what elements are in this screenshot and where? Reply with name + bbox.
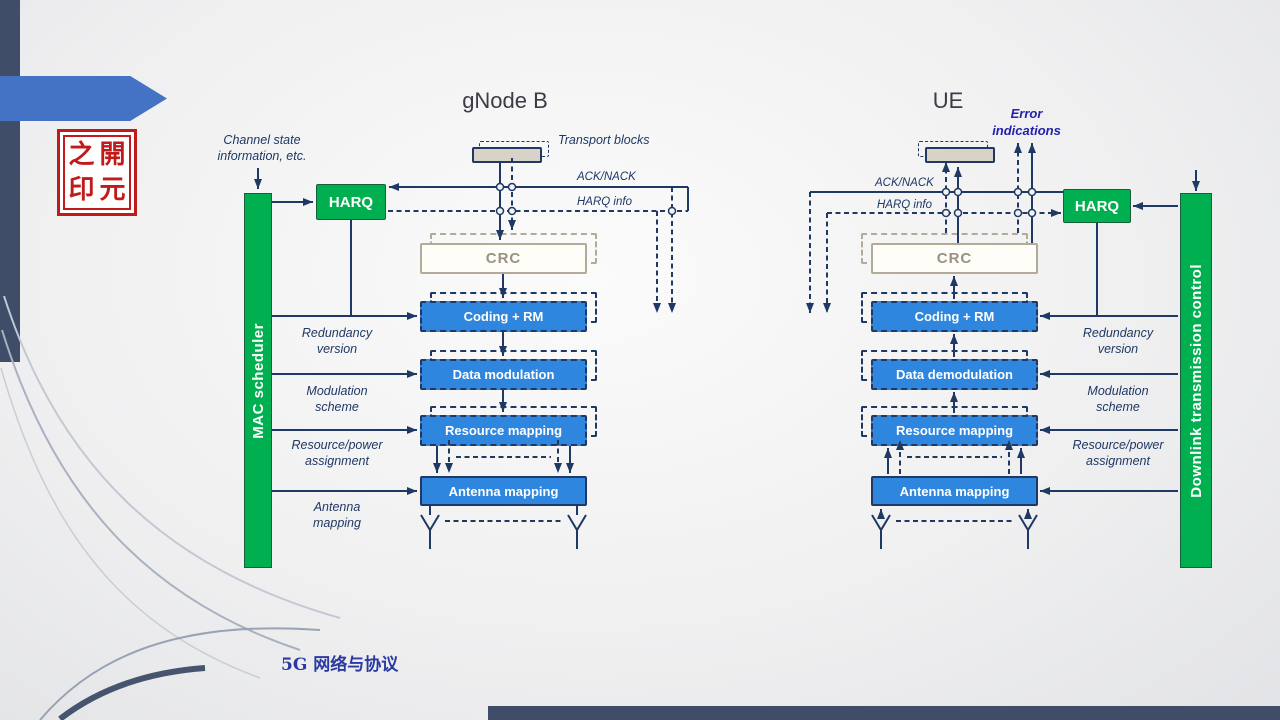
red-seal-stamp: 之 開 印 元	[57, 129, 137, 216]
gnb-antenna-mapping-box: Antenna mapping	[420, 476, 587, 506]
left-accent-bar	[0, 0, 20, 362]
ue-ack-nack-label: ACK/NACK	[875, 177, 934, 189]
ue-data-demodulation-box: Data demodulation	[871, 359, 1038, 390]
ue-crc-box: CRC	[871, 243, 1038, 274]
gnb-redundancy-version-label: Redundancy version	[301, 326, 373, 356]
gnb-title: gNode B	[462, 88, 548, 113]
gnb-ack-nack-label: ACK/NACK	[577, 171, 636, 183]
gnb-harq-info-label: HARQ info	[577, 196, 632, 208]
gnb-harq-box: HARQ	[316, 184, 386, 220]
gnb-coding-rm-box: Coding + RM	[420, 301, 587, 332]
gnb-transport-block-lines	[496, 158, 516, 240]
seal-char: 之	[68, 140, 95, 171]
seal-char: 印	[68, 174, 95, 205]
gnb-resource-mapping-box: Resource mapping	[420, 415, 587, 446]
ue-redundancy-version-label: Redundancy version	[1082, 326, 1154, 356]
gnb-crc-box: CRC	[420, 243, 587, 274]
ue-resource-power-label: Resource/power assignment	[1072, 438, 1164, 468]
gnb-modulation-scheme-label: Modulation scheme	[306, 384, 368, 414]
seal-char: 開	[99, 140, 126, 171]
seal-char: 元	[99, 174, 126, 205]
ue-error-indications-label: Error indications	[992, 106, 1061, 138]
gnb-transport-blocks-label: Transport blocks	[558, 133, 650, 147]
ue-antennas	[871, 509, 1038, 549]
gnb-data-modulation-box: Data modulation	[420, 359, 587, 390]
ue-title: UE	[932, 88, 964, 113]
gnb-mac-scheduler-bar: MAC scheduler	[244, 193, 272, 568]
ue-antenna-mapping-box: Antenna mapping	[871, 476, 1038, 506]
ue-downlink-control-bar: Downlink transmission control	[1180, 193, 1212, 568]
ue-modulation-scheme-label: Modulation scheme	[1087, 384, 1149, 414]
gnb-channel-state-label: Channel state information, etc.	[217, 133, 307, 163]
ue-error-indication-arrows	[1014, 143, 1036, 243]
gnb-resource-power-label: Resource/power assignment	[291, 438, 383, 468]
downlink-control-label: Downlink transmission control	[1187, 263, 1205, 498]
title-arrow-banner	[0, 76, 167, 121]
ue-harq-info-label: HARQ info	[877, 199, 932, 211]
footer-course-title: 5G 网络与协议	[281, 655, 399, 675]
ue-harq-box: HARQ	[1063, 189, 1131, 223]
mac-scheduler-label: MAC scheduler	[249, 322, 267, 439]
ue-resource-mapping-box: Resource mapping	[871, 415, 1038, 446]
bottom-accent-bar	[488, 706, 1280, 720]
gnb-antennas	[420, 506, 587, 549]
gnb-control-drop-arrows	[653, 187, 676, 313]
ue-transport-block-box	[925, 147, 995, 163]
gnb-transport-block-box	[472, 147, 542, 163]
gnb-antenna-mapping-label: Antenna mapping	[313, 500, 361, 530]
ue-coding-rm-box: Coding + RM	[871, 301, 1038, 332]
